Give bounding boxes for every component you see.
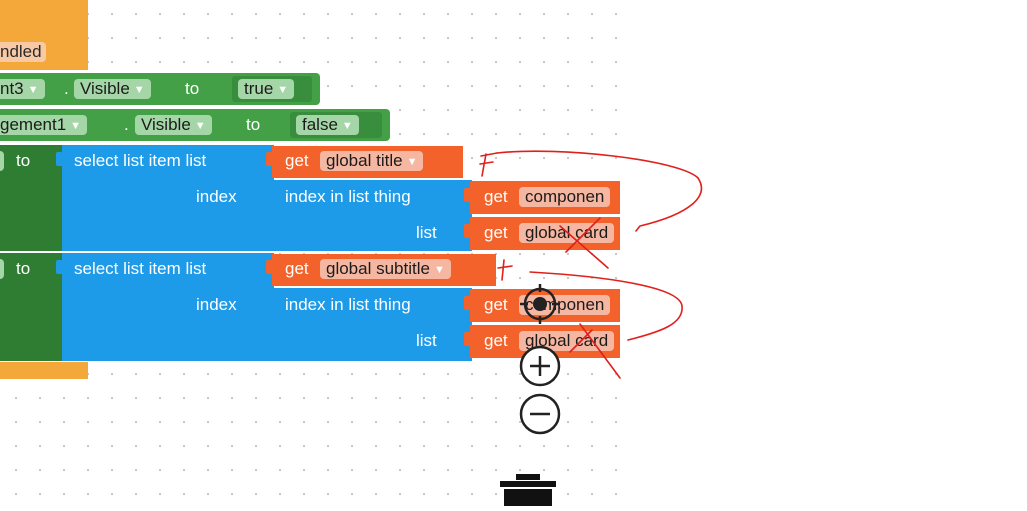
input-notch [266,260,272,274]
get-label-1: get [285,151,309,170]
index-in-list-block-1[interactable] [272,180,472,251]
zoom-out-icon[interactable] [518,393,562,435]
to-label-3: to [16,151,31,170]
event-handler-bottom [0,362,88,379]
component-var-dropdown-1[interactable]: componen [519,187,611,207]
get-label-5: get [484,295,508,314]
dot-2: . [124,115,129,134]
list-label-1: list [416,223,437,242]
to-label-4: to [16,259,31,278]
property-dropdown-1[interactable]: Visible▼ [74,79,151,99]
get-label-2: get [484,187,508,206]
index-in-list-label-1: index in list thing [285,187,411,206]
input-notch [464,296,470,310]
index-label-1: index [196,187,237,206]
select-list-item-label-1: select list item list [74,151,207,170]
select-list-item-block-1[interactable] [62,145,274,251]
bool-dropdown-true[interactable]: true▼ [238,79,295,99]
global-title-dropdown[interactable]: global title▼ [320,151,424,171]
input-notch [464,224,470,238]
trash-icon[interactable] [498,472,558,506]
input-notch [464,332,470,346]
to-label-1: to [185,79,200,98]
dot-1: . [64,79,69,98]
input-notch [232,80,238,94]
crosshair-icon[interactable] [520,284,560,324]
blocks-workspace[interactable]: ndled nt3▼ . Visible▼ to true▼ gement1▼ … [0,0,620,506]
set-block-title[interactable] [0,145,64,251]
zoom-in-icon[interactable] [518,345,562,387]
input-notch [56,260,62,274]
select-list-item-label-2: select list item list [74,259,207,278]
input-notch [266,152,272,166]
set-block-title-field [0,151,4,171]
get-label-3: get [484,223,508,242]
bool-dropdown-false[interactable]: false▼ [296,115,359,135]
global-subtitle-dropdown[interactable]: global subtitle▼ [320,259,451,279]
index-in-list-label-2: index in list thing [285,295,411,314]
index-label-2: index [196,295,237,314]
set-block-subtitle[interactable] [0,253,64,361]
component-dropdown-1[interactable]: nt3▼ [0,79,45,99]
to-label-2: to [246,115,261,134]
component-dropdown-2[interactable]: gement1▼ [0,115,88,135]
input-notch [464,188,470,202]
index-in-list-block-2[interactable] [272,288,472,361]
event-handler-label: ndled [0,42,46,62]
property-dropdown-2[interactable]: Visible▼ [135,115,212,135]
get-label-6: get [484,331,508,350]
input-notch [290,116,296,130]
input-notch [56,152,62,166]
get-label-4: get [285,259,309,278]
list-label-2: list [416,331,437,350]
set-block-subtitle-field [0,259,4,279]
select-list-item-block-2[interactable] [62,253,274,361]
